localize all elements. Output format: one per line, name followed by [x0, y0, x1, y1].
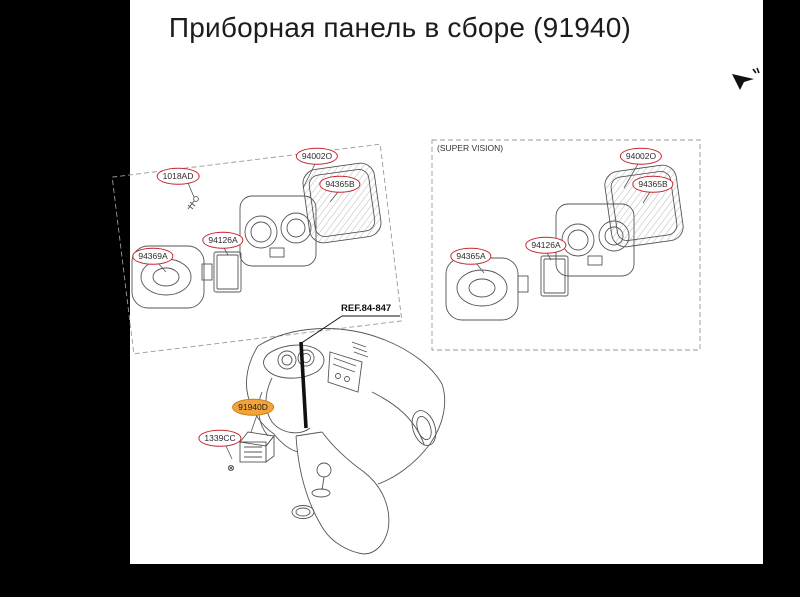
part-callout-1018AD[interactable]: 1018AD [156, 167, 200, 185]
left-letterbox-bar [0, 0, 130, 597]
bottom-letterbox-bar [0, 564, 800, 597]
highlighted-part-callout-91940[interactable]: 91940D [232, 398, 274, 416]
right-letterbox-bar [763, 0, 800, 597]
part-callout-1339CC[interactable]: 1339CC [198, 429, 242, 447]
part-callout-94365B-std[interactable]: 94365B [319, 175, 361, 193]
dashboard-drawing [246, 328, 446, 555]
screw-drawing [187, 196, 199, 210]
cursor-arrow-icon [729, 66, 761, 94]
part-callout-94126A-std[interactable]: 94126A [202, 231, 244, 249]
supervision-caption: (SUPER VISION) [437, 143, 504, 153]
ref-leader-line [299, 315, 400, 429]
page-title: Приборная панель в сборе (91940) [168, 12, 632, 43]
relay-box-drawing [227, 431, 275, 472]
part-callout-94002O-sv[interactable]: 94002O [619, 147, 663, 165]
part-callout-94365A[interactable]: 94365A [450, 247, 492, 265]
part-callout-94126A-sv[interactable]: 94126A [525, 236, 567, 254]
leader-lines [157, 163, 651, 460]
part-callout-94002O-std[interactable]: 94002O [295, 147, 339, 165]
part-callout-94369A[interactable]: 94369A [132, 247, 174, 265]
part-callout-94365B-sv[interactable]: 94365B [632, 175, 674, 193]
ref-label[interactable]: REF.84-847 [341, 303, 392, 314]
